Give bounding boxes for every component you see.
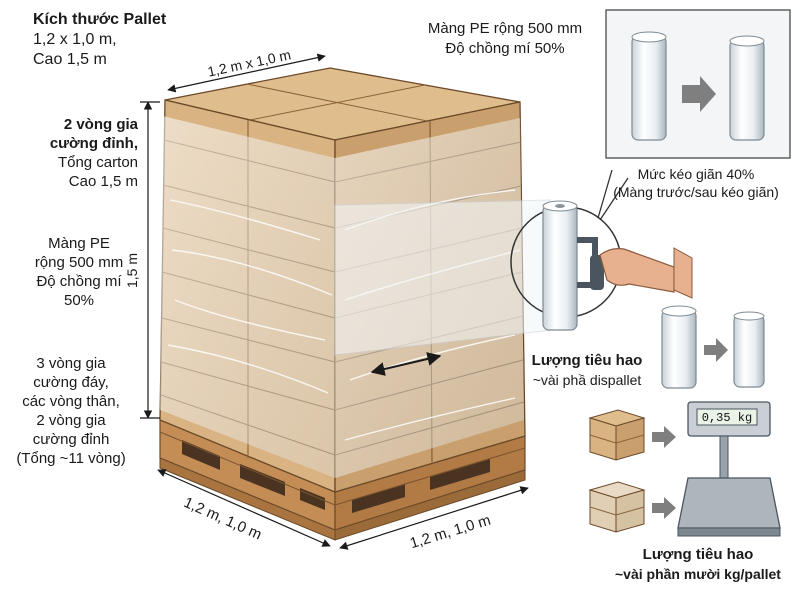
carton-stack <box>159 67 553 493</box>
dimension-lines <box>140 53 529 550</box>
film-spec-left-line-3: Độ chồng mí <box>36 273 122 290</box>
inset-roll-stretch <box>605 9 791 159</box>
film-spec-top-line-1: Màng PE rộng 500 mm <box>427 20 583 37</box>
total-consumption-line-1: Lượng tiêu hao <box>642 546 754 563</box>
top-reinforce-line-4: Cao 1,5 m <box>68 173 138 190</box>
wrap-count-line-6: (Tổng ~11 vòng) <box>16 450 126 467</box>
wrap-count-line-1: 3 vòng gia <box>36 355 106 372</box>
scale-display-reading: 0,35 kg <box>702 411 752 425</box>
film-spec-left-line-2: rộng 500 mm <box>34 254 124 271</box>
top-reinforce-line-2: cường đỉnh, <box>49 135 138 152</box>
stretch-line-2: (Màng trước/sau kéo giãn) <box>613 184 779 200</box>
top-reinforce-line-1: 2 vòng gia <box>63 116 138 133</box>
stretch-line-1: Mức kéo giãn 40% <box>637 166 755 182</box>
scale-illustration: 0,35 kg <box>588 401 781 537</box>
roll-consumption-line-1: Lượng tiêu hao <box>531 352 643 369</box>
roll-consumption-line-2: ~vài phầ dispallet <box>532 372 642 388</box>
film-spec-left-line-4: 50% <box>63 292 95 309</box>
pallet-size-line-1: 1,2 x 1,0 m, <box>33 31 117 48</box>
film-spec-left-line-1: Màng PE <box>48 235 110 252</box>
roll-consumption-illustration <box>661 305 765 389</box>
wrap-count-line-3: các vòng thân, <box>22 393 120 410</box>
wrap-count-line-5: cường đỉnh <box>32 431 110 448</box>
film-spec-top-line-2: Độ chồng mí 50% <box>445 40 565 57</box>
wrap-count-line-4: 2 vòng gia <box>36 412 106 429</box>
hand-with-roll <box>510 169 693 331</box>
wrap-count-line-2: cường đáy, <box>33 374 109 391</box>
pallet-size-heading: Kích thước Pallet <box>33 11 167 28</box>
top-reinforce-line-3: Tổng carton <box>57 154 138 171</box>
total-consumption-line-2: ~vài phần mười kg/pallet <box>615 566 781 582</box>
pallet-size-line-2: Cao 1,5 m <box>33 51 107 68</box>
height-dimension-label: 1,5 m <box>124 252 140 288</box>
